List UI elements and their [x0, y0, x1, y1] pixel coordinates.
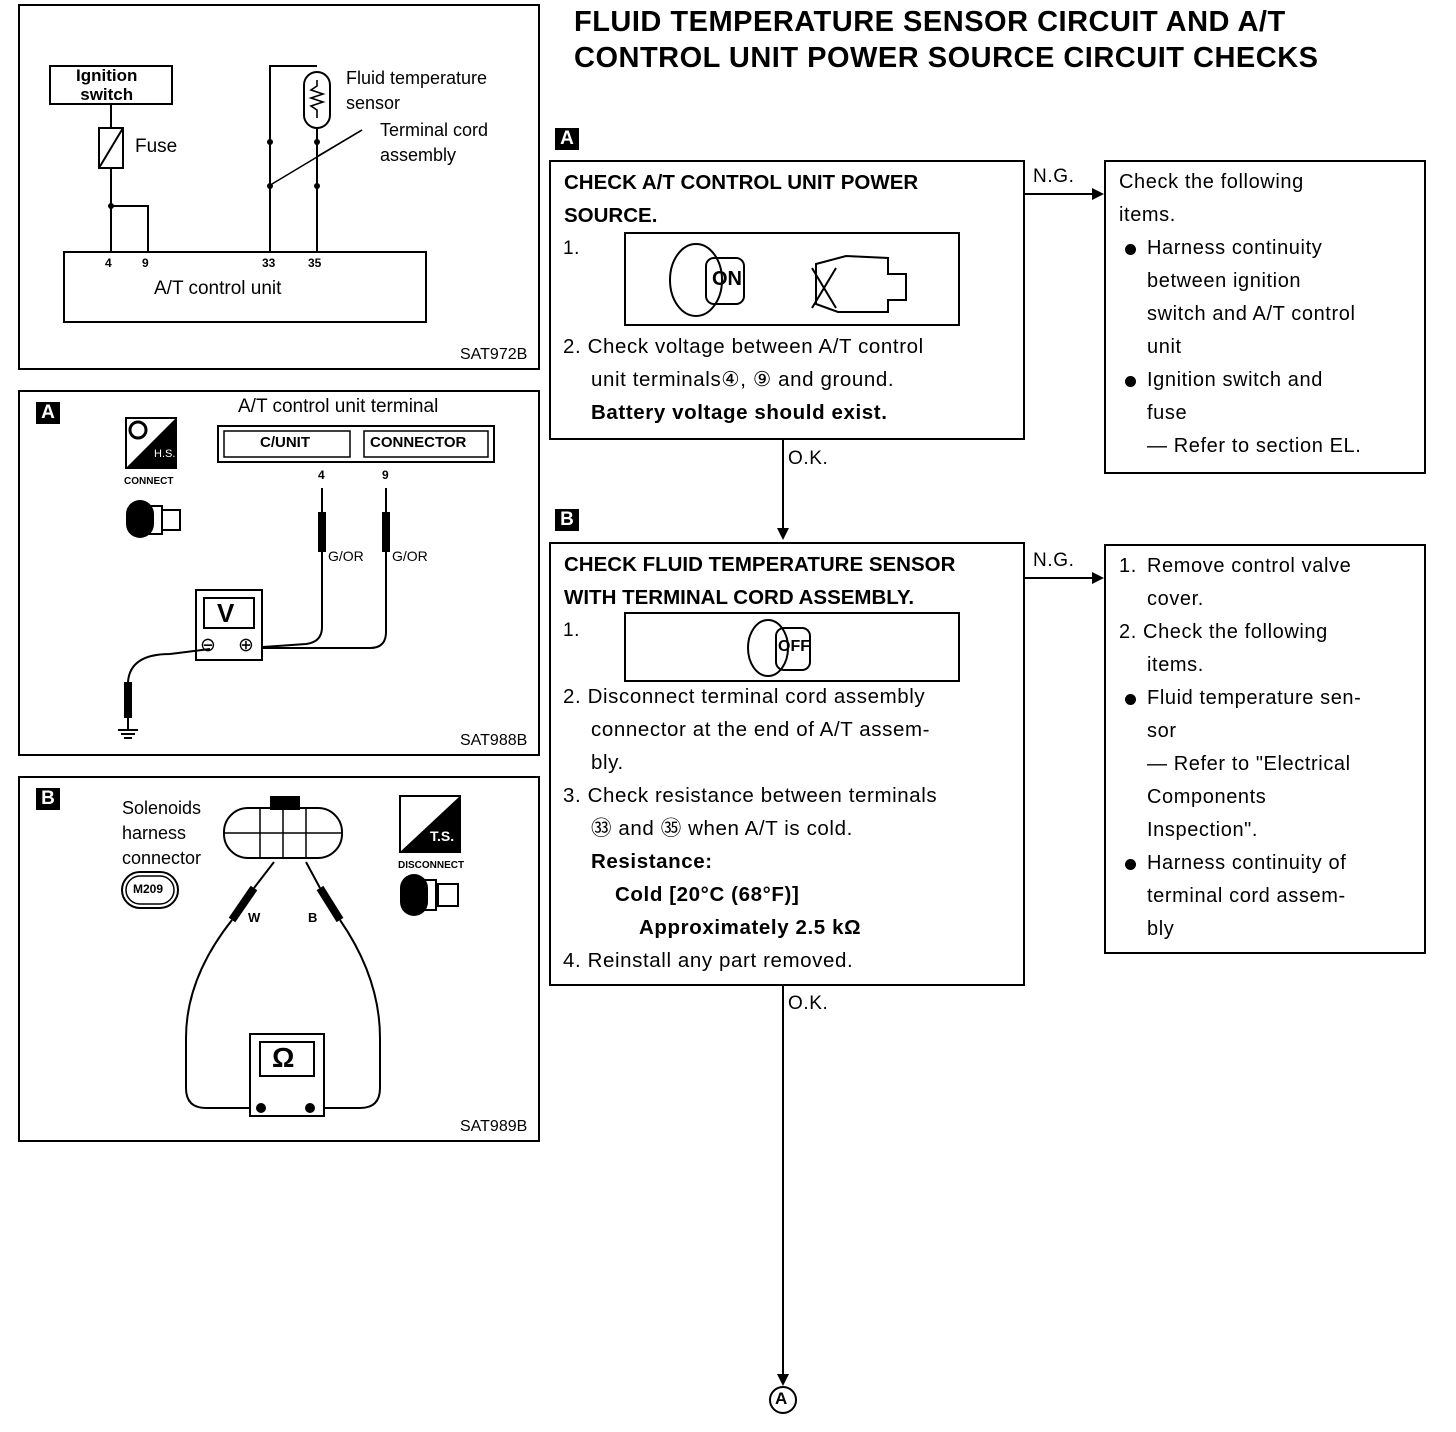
resistance-check-lines	[121, 795, 461, 1117]
figure-code: SAT972B	[460, 346, 528, 363]
terminal-33: 33	[262, 256, 276, 270]
step-a-ng-box: Check the following items. Harness conti…	[1104, 160, 1426, 474]
voltmeter-symbol: V	[217, 598, 235, 628]
disconnect-label: DISCONNECT	[398, 860, 465, 871]
page-title: FLUID TEMPERATURE SENSOR CIRCUIT AND A/T…	[574, 4, 1318, 76]
connector-label: CONNECTOR	[370, 434, 467, 451]
title-line-2: CONTROL UNIT POWER SOURCE CIRCUIT CHECKS	[574, 42, 1319, 74]
ignition-on-figure: ON	[624, 232, 960, 326]
voltage-check-lines	[118, 417, 495, 739]
panel-a-tag: A	[36, 402, 60, 424]
title-line-1: FLUID TEMPERATURE SENSOR CIRCUIT AND A/T	[574, 6, 1286, 38]
ng-b-num-1: 1. Remove control valve cover.	[1119, 550, 1361, 616]
wire-color-1: G/OR	[328, 548, 364, 564]
step-b-item-3: 3. Check resistance between terminals	[563, 784, 938, 807]
connector-id: M209	[133, 882, 164, 896]
cold-condition: Cold [20°C (68°F)]	[615, 883, 800, 906]
wiring-diagram-lines	[49, 65, 427, 323]
step-b-item-1: 1.	[563, 620, 581, 641]
control-unit-label: A/T control unit	[154, 278, 282, 299]
step-b-item-2: 2. Disconnect terminal cord assembly	[563, 685, 926, 708]
step-a-ng-label: N.G.	[1033, 166, 1075, 187]
key-off-label: OFF	[778, 638, 810, 655]
resistance-value: Approximately 2.5 kΩ	[639, 916, 862, 939]
pin-9: 9	[382, 468, 389, 482]
ng-a-bullet-1: Harness continuity between ignition swit…	[1119, 232, 1361, 364]
ignition-off-figure: OFF	[624, 612, 960, 682]
ng-b-bullet-2: Harness continuity of terminal cord asse…	[1119, 847, 1361, 946]
key-on-label: ON	[712, 268, 742, 290]
wire-color-2: G/OR	[392, 548, 428, 564]
step-a-item-2: 2. Check voltage between A/T control uni…	[563, 330, 924, 429]
step-a-item-1: 1.	[563, 238, 581, 259]
panel-b-tag: B	[36, 788, 60, 810]
cunit-label: C/UNIT	[260, 434, 310, 451]
ng-a-intro-2: items.	[1119, 204, 1176, 226]
connect-label: CONNECT	[124, 476, 174, 487]
step-b-ng-label: N.G.	[1033, 550, 1075, 571]
plus-terminal: ⊕	[238, 635, 254, 656]
resistance-label: Resistance:	[591, 850, 713, 873]
hs-badge-label: H.S.	[154, 448, 176, 460]
minus-terminal: ⊖	[200, 635, 216, 656]
end-connector-a: A	[775, 1389, 788, 1408]
ts-badge-label: T.S.	[430, 828, 455, 844]
step-a-ok-label: O.K.	[788, 448, 829, 469]
ng-a-bullet-2: Ignition switch and fuse — Refer to sect…	[1119, 364, 1361, 463]
figure-code: SAT988B	[460, 732, 528, 749]
ng-a-intro-1: Check the following	[1119, 171, 1304, 193]
pin-4: 4	[318, 468, 325, 482]
ng-b-bullet-1: Fluid temperature sen- sor — Refer to "E…	[1119, 682, 1361, 847]
ohmmeter-symbol: Ω	[272, 1042, 295, 1073]
step-a-result: Battery voltage should exist.	[591, 401, 888, 424]
step-b-ok-label: O.K.	[788, 993, 829, 1014]
figure-code: SAT989B	[460, 1118, 528, 1135]
terminal-label: A/T control unit terminal	[238, 396, 439, 417]
step-b-ng-box: 1. Remove control valve cover. 2. Check …	[1104, 544, 1426, 954]
step-b-tag: B	[555, 509, 579, 531]
wire-b: B	[308, 910, 318, 925]
fuse-label: Fuse	[135, 136, 178, 157]
terminal-4: 4	[105, 256, 112, 270]
ng-b-num-1-text: Remove control valve	[1147, 555, 1352, 577]
terminal-9: 9	[142, 256, 149, 270]
ng-b-num-2: 2. Check the following	[1119, 621, 1328, 643]
voltage-check-panel: A H.S. CONNECT A/T control unit terminal…	[18, 390, 540, 756]
step-b-item-4: 4. Reinstall any part removed.	[563, 949, 854, 972]
terminal-35: 35	[308, 256, 322, 270]
step-a-tag: A	[555, 128, 579, 150]
step-b-steps: 2. Disconnect terminal cord assembly con…	[563, 680, 937, 977]
wire-w: W	[248, 910, 261, 925]
